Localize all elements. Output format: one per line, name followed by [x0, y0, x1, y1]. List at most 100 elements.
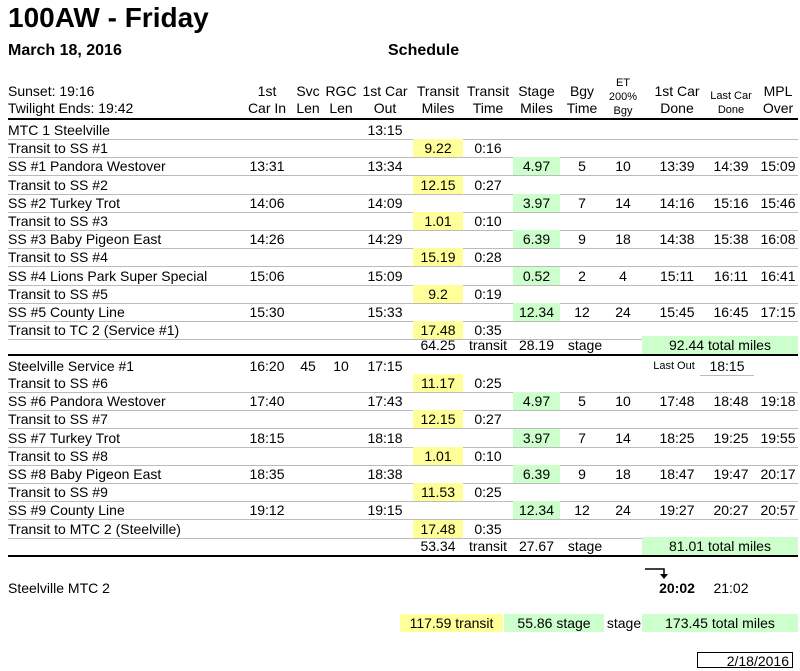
stage-name-cell: MTC 1 Steelville [8, 122, 110, 138]
transit-miles-cell: 1.01 [413, 212, 463, 230]
in-cell: 17:40 [249, 393, 285, 409]
bgy-cell: 9 [578, 231, 586, 247]
ttime-cell: 0:28 [474, 249, 502, 265]
bgy-cell: 2 [578, 268, 586, 284]
header-line: Svc [296, 83, 320, 99]
stage-name-cell: Transit to SS #8 [8, 448, 108, 464]
in-cell: 15:06 [249, 268, 285, 284]
header-line: Done [660, 100, 694, 116]
transit-miles-cell: 15.19 [413, 248, 463, 266]
out-cell: 15:33 [367, 304, 403, 320]
stage-label-cell: stage [567, 337, 603, 353]
stage-miles-cell: 12.34 [513, 303, 560, 321]
transit-miles-cell: 9.2 [413, 285, 463, 303]
header-line: Car In [247, 100, 287, 116]
header-line: ET [615, 77, 631, 89]
last-cell: 15:38 [713, 231, 749, 247]
arrow-down-right-icon [645, 568, 668, 579]
et-cell: 14 [615, 430, 631, 446]
mpl-cell: 16:08 [760, 231, 796, 247]
header-line: 1st [257, 83, 277, 99]
ttime-cell: 0:10 [474, 448, 502, 464]
header-line: Out [373, 100, 397, 116]
svc-cell: 45 [300, 358, 316, 374]
ttime-cell: 0:35 [474, 322, 502, 338]
first-cell: 20:02 [659, 580, 695, 596]
stage-name-cell: Steelville Service #1 [8, 358, 135, 374]
out-cell: 19:15 [367, 502, 403, 518]
schedule-heading: Schedule [388, 42, 460, 59]
header-line: Bgy [613, 105, 633, 117]
header-line: Time [472, 100, 504, 116]
sunset-info: Sunset: 19:16 Twilight Ends: 19:42 [8, 83, 133, 117]
first-cell: 14:38 [659, 231, 695, 247]
stage-name-cell: Transit to SS #9 [8, 484, 108, 500]
last-cell: 18:48 [713, 393, 749, 409]
total-miles-cell: 92.44 total miles [642, 336, 798, 354]
in-cell: 16:20 [249, 358, 285, 374]
stage-miles-cell: 0.52 [513, 267, 560, 285]
header-line: Last Car [710, 90, 752, 102]
ttime-cell: 0:25 [474, 484, 502, 500]
last-cell: 15:16 [713, 195, 749, 211]
out-cell: 17:15 [367, 358, 403, 374]
header-line: Len [296, 100, 320, 116]
bgy-cell: 5 [578, 393, 586, 409]
total-transit-cell: 53.34 [420, 538, 456, 554]
ttime-cell: 0:10 [474, 213, 502, 229]
grand-stage-cell: 55.86 stage [504, 614, 604, 632]
ttime-cell: 0:35 [474, 521, 502, 537]
bgy-cell: 12 [574, 502, 590, 518]
first-cell: 14:16 [659, 195, 695, 211]
header-line: 1st Car [654, 83, 700, 99]
bgy-cell: 7 [578, 195, 586, 211]
mpl-cell: 16:41 [760, 268, 796, 284]
transit-miles-cell: 11.53 [413, 483, 463, 501]
stage-name-cell: SS #6 Pandora Westover [8, 393, 166, 409]
last-out-label small-cell: Last Out [653, 360, 695, 372]
stage-name-cell: Transit to SS #2 [8, 177, 108, 193]
transit-label-cell: transit [468, 337, 508, 353]
stage-miles-cell: 3.97 [513, 194, 560, 212]
ttime-cell: 0:19 [474, 286, 502, 302]
first-cell: 18:25 [659, 430, 695, 446]
print-date-box: 2/18/2016 [697, 652, 793, 669]
stage-name-cell: SS #4 Lions Park Super Special [8, 268, 208, 284]
header-line: Bgy [569, 83, 595, 99]
et-cell: 10 [615, 158, 631, 174]
stage-name-cell: SS #7 Turkey Trot [8, 430, 121, 446]
last-cell: 19:25 [713, 430, 749, 446]
in-cell: 14:06 [249, 195, 285, 211]
header-line: Miles [421, 100, 455, 116]
grand-transit-cell: 117.59 transit [400, 614, 503, 632]
header-line: Transit [416, 83, 460, 99]
stage-miles-cell: 6.39 [513, 230, 560, 248]
stage-name-cell: Transit to SS #7 [8, 411, 108, 427]
header-line: Done [717, 104, 745, 116]
total-stage-cell: 28.19 [518, 337, 555, 353]
grand-total-cell: 173.45 total miles [642, 614, 798, 632]
out-cell: 13:34 [367, 158, 403, 174]
bgy-cell: 7 [578, 430, 586, 446]
mpl-cell: 19:55 [760, 430, 796, 446]
out-cell: 13:15 [367, 122, 403, 138]
stage-miles-cell: 6.39 [513, 465, 560, 483]
et-cell: 14 [615, 195, 631, 211]
stage-name-cell: SS #1 Pandora Westover [8, 158, 166, 174]
stage-name-cell: Transit to TC 2 (Service #1) [8, 322, 180, 338]
ttime-cell: 0:27 [474, 177, 502, 193]
bgy-cell: 5 [578, 158, 586, 174]
